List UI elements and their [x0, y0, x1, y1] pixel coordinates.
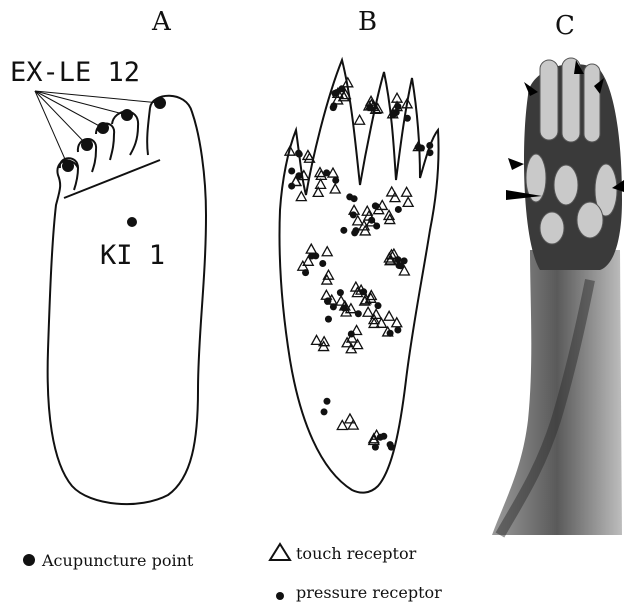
paw-pad	[554, 165, 578, 205]
pressure-receptor-marker	[387, 441, 394, 448]
pressure-receptor-marker	[380, 433, 387, 440]
pressure-receptor-marker	[351, 229, 358, 236]
touch-receptor-marker	[330, 184, 340, 193]
touch-receptor-marker	[353, 340, 363, 349]
acupuncture-point	[121, 109, 133, 121]
legend-pressure-label: pressure receptor	[296, 583, 442, 602]
foot-outline-a	[48, 96, 206, 504]
legend-touch-icon	[270, 544, 290, 560]
pressure-receptor-marker	[321, 408, 328, 415]
legend-touch-label: touch receptor	[296, 544, 417, 563]
pressure-receptor-marker	[296, 151, 303, 158]
panel-a-letter: A	[151, 7, 172, 37]
acupuncture-point	[154, 97, 166, 109]
panel-a: A EX-LE 12 KI 1	[10, 7, 206, 504]
panel-c: C	[492, 11, 624, 535]
pressure-receptor-marker	[426, 149, 433, 156]
pressure-receptor-marker	[312, 252, 319, 259]
ex-le-12-label: EX-LE 12	[10, 57, 140, 88]
pressure-receptor-marker	[340, 227, 347, 234]
legend-pressure-icon	[276, 592, 284, 600]
pressure-receptor-marker	[426, 142, 433, 149]
pressure-receptor-marker	[390, 111, 397, 118]
pressure-receptor-marker	[337, 289, 344, 296]
touch-receptor-marker	[402, 187, 412, 196]
pressure-receptor-marker	[288, 167, 295, 174]
touch-receptor-marker	[322, 247, 332, 256]
legend: Acupuncture point touch receptor pressur…	[23, 544, 442, 602]
pressure-receptor-marker	[350, 211, 357, 218]
panel-b: B	[279, 7, 438, 493]
paw-digit	[540, 60, 558, 140]
touch-receptor-marker	[387, 187, 397, 196]
touch-receptor-marker	[403, 197, 413, 206]
pressure-receptor-marker	[394, 327, 401, 334]
panel-b-letter: B	[358, 7, 377, 37]
big-toe-crease	[147, 108, 150, 155]
pressure-receptor-marker	[332, 177, 339, 184]
pressure-receptor-marker	[395, 206, 402, 213]
paw-pad	[577, 202, 603, 238]
pressure-receptor-marker	[330, 104, 337, 111]
paw-outline-b	[279, 60, 438, 493]
touch-receptor-marker	[355, 115, 365, 124]
panel-c-letter: C	[555, 11, 575, 41]
pressure-receptor-marker	[415, 144, 422, 151]
pressure-receptor-marker	[323, 398, 330, 405]
acupuncture-point-ki1	[127, 217, 137, 227]
pressure-receptor-marker	[404, 115, 411, 122]
acupuncture-point	[62, 160, 74, 172]
pressure-receptor-marker	[319, 260, 326, 267]
paw-digit	[584, 64, 600, 142]
leader-line	[35, 91, 87, 145]
touch-receptor-marker	[348, 420, 358, 429]
pressure-receptor-marker	[333, 89, 340, 96]
pressure-receptor-marker	[288, 183, 295, 190]
pressure-receptor-marker	[375, 302, 382, 309]
pressure-receptor-marker	[325, 316, 332, 323]
pressure-receptor-marker	[372, 202, 379, 209]
touch-receptor-marker	[384, 311, 394, 320]
pressure-receptor-marker	[351, 195, 358, 202]
pressure-receptor-marker	[401, 257, 408, 264]
acupuncture-point	[97, 122, 109, 134]
pressure-receptor-marker	[394, 256, 401, 263]
receptor-markers	[285, 78, 433, 451]
leader-line	[35, 91, 68, 166]
leader-line	[35, 91, 127, 115]
touch-receptor-marker	[363, 307, 373, 316]
legend-acupuncture-label: Acupuncture point	[41, 551, 194, 570]
acupuncture-point	[81, 139, 93, 151]
acupuncture-points	[62, 97, 166, 227]
pressure-receptor-marker	[355, 310, 362, 317]
touch-receptor-marker	[306, 244, 316, 253]
ki-1-label: KI 1	[100, 240, 165, 271]
touch-receptor-marker	[316, 179, 326, 188]
pressure-receptor-marker	[324, 297, 331, 304]
legend-acupuncture-icon	[23, 554, 35, 566]
arrowhead	[508, 158, 524, 170]
paw-pad	[540, 212, 564, 244]
sole-outline	[48, 96, 206, 504]
paw-photo-leg	[492, 250, 622, 535]
